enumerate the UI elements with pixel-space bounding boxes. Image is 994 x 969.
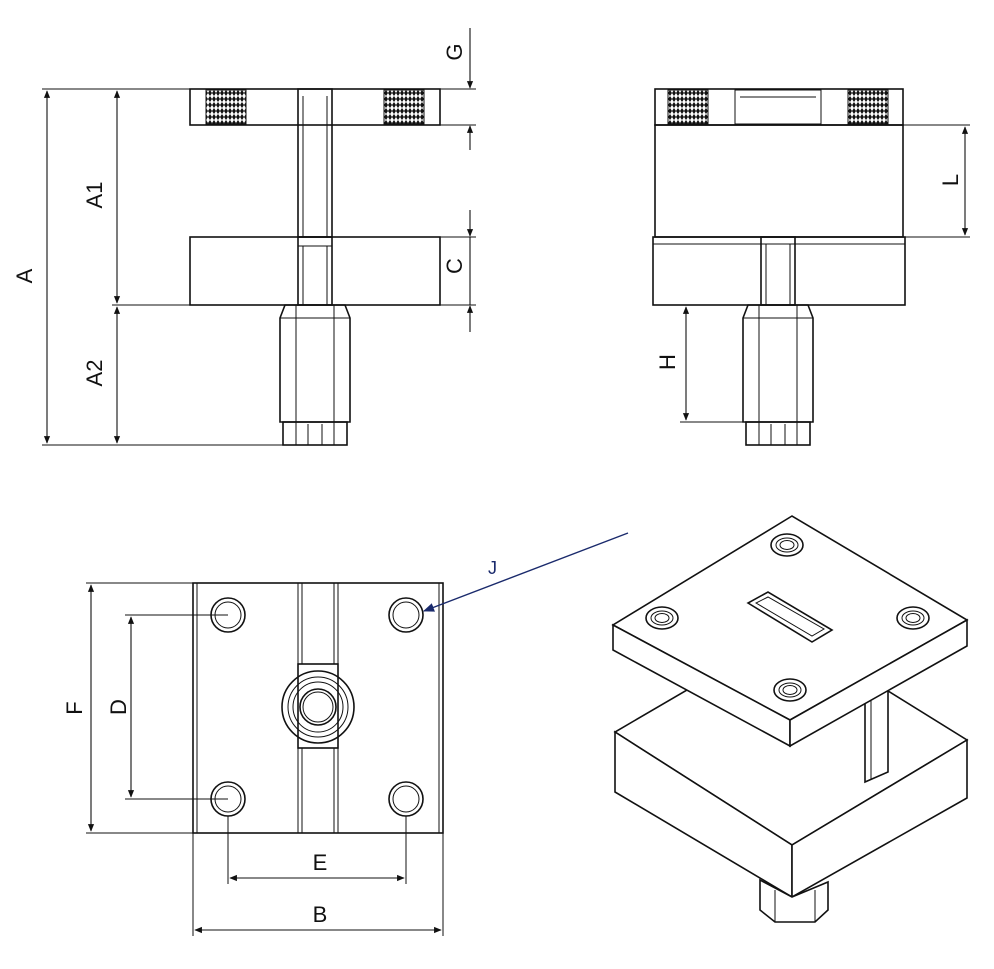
side-view: L H (652, 88, 970, 446)
mounting-hole (388, 597, 424, 633)
iso-threaded-hole (773, 678, 807, 702)
mounting-hole (388, 781, 424, 817)
dim-C-label: C (442, 258, 467, 274)
dim-A2-label: A2 (82, 360, 107, 387)
isometric-view (611, 515, 969, 923)
front-foot (282, 421, 348, 446)
iso-hex-nut (759, 878, 829, 923)
front-thread-right (383, 89, 425, 125)
front-view: A A1 A2 G C (12, 28, 476, 446)
iso-top-right-face (789, 618, 968, 748)
dim-L-label: L (938, 174, 963, 186)
leader-J-label: J (488, 558, 497, 578)
dim-F-label: F (62, 701, 87, 714)
iso-threaded-hole (645, 606, 679, 630)
front-lower-plate (189, 236, 441, 306)
side-body-block (654, 124, 904, 238)
side-hex-nut (742, 304, 814, 423)
front-hex-nut (279, 304, 351, 423)
leader-J-line (422, 532, 629, 612)
dim-H-label: H (655, 354, 680, 370)
front-thread-left (205, 89, 247, 125)
dim-D-label: D (106, 699, 131, 715)
dim-G-label: G (442, 43, 467, 60)
dim-A-label: A (12, 268, 37, 283)
iso-threaded-hole (896, 606, 930, 630)
iso-lower-right (791, 738, 968, 899)
iso-slot (746, 591, 834, 643)
dim-A1-label: A1 (82, 182, 107, 209)
center-boss (281, 663, 355, 749)
side-lower-plate (652, 236, 906, 306)
top-plate-outline (192, 582, 444, 834)
top-view: F D E B J (62, 532, 629, 936)
dim-E-label: E (313, 850, 328, 875)
dim-B-label: B (313, 902, 328, 927)
iso-threaded-hole (770, 533, 804, 557)
